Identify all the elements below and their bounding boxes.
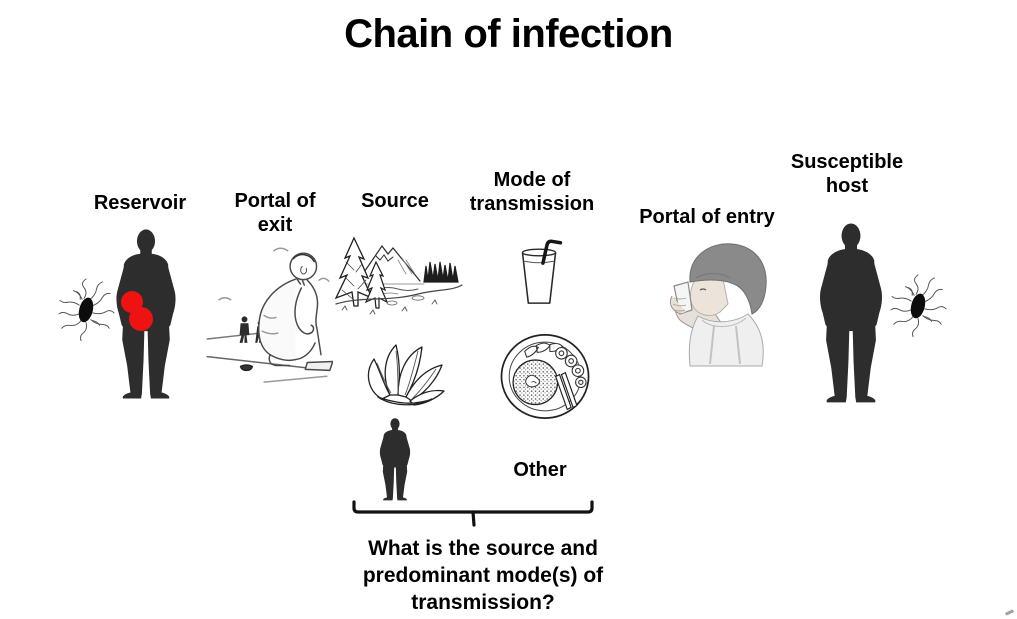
drinking-glass-with-straw-sketch — [515, 235, 565, 307]
reservoir-label: Reservoir — [93, 192, 187, 214]
susceptible-host-man-silhouette — [808, 223, 894, 406]
portal-of-entry-label: Portal of entry — [639, 206, 775, 228]
mode-of-transmission-label: Mode of transmission — [469, 169, 595, 215]
bacteria-icon — [889, 273, 947, 337]
grouping-brace — [352, 500, 594, 527]
small-person-silhouette — [374, 418, 416, 502]
source-label: Source — [361, 190, 429, 212]
susceptible-host-label: Susceptible host — [790, 151, 904, 197]
squatting-person-sketch — [205, 237, 333, 389]
plate-of-food-sketch — [499, 332, 592, 421]
question-text: What is the source and predominant mode(… — [362, 537, 604, 614]
portal-of-exit-label: Portal of exit — [234, 190, 316, 236]
leafy-greens-sketch — [352, 335, 456, 411]
landscape-sketch — [332, 232, 464, 322]
child-drinking-sketch — [662, 238, 778, 368]
other-label: Other — [513, 459, 567, 481]
infection-dot — [129, 307, 153, 331]
page-title: Chain of infection — [344, 12, 673, 56]
corner-mark — [1004, 609, 1015, 616]
